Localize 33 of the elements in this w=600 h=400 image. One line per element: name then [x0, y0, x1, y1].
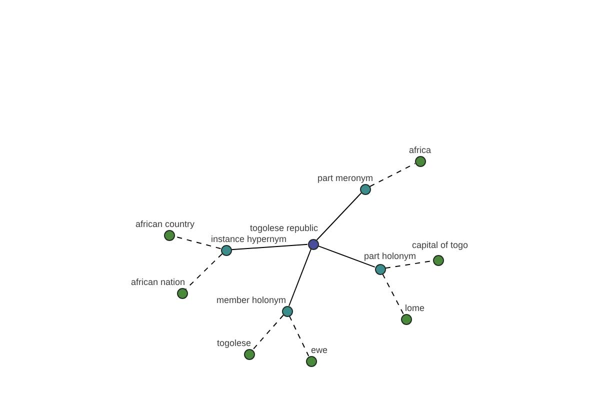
- graph-node: [220, 244, 232, 256]
- graph-node: [176, 288, 188, 298]
- graph-node: [306, 356, 316, 366]
- dashed-connector-line: [288, 315, 310, 357]
- node-label: ewe: [311, 344, 328, 354]
- graph-node: [432, 254, 444, 266]
- graph-node: [374, 264, 386, 274]
- graph-node: [308, 238, 318, 250]
- node-label: african nation: [130, 276, 185, 286]
- node-label: part holonym: [364, 251, 416, 261]
- node-label: member holonym: [216, 294, 286, 304]
- dashed-connector-line: [252, 314, 284, 350]
- node-label: instance hypernym: [211, 234, 287, 244]
- node-label: africa: [409, 144, 431, 154]
- graph-node: [360, 184, 370, 194]
- graph-node: [282, 306, 292, 316]
- node-label: african country: [135, 218, 195, 228]
- dashed-connector-line: [185, 253, 223, 290]
- node-label: capital of togo: [412, 240, 468, 250]
- graph-node: [164, 230, 174, 240]
- node-label: lome: [405, 302, 425, 312]
- connector-line: [288, 248, 312, 306]
- dashed-connector-line: [382, 273, 404, 315]
- dashed-connector-line: [369, 163, 416, 187]
- connector-line: [318, 245, 376, 268]
- graph-node: [414, 156, 426, 166]
- node-label: togolese republic: [250, 222, 318, 232]
- graph-node: [244, 348, 254, 360]
- connector-line: [316, 192, 362, 240]
- node-label: part meronym: [317, 172, 373, 182]
- connector-line: [231, 244, 308, 250]
- graph-node: [400, 314, 412, 324]
- node-label: togolese: [216, 338, 251, 348]
